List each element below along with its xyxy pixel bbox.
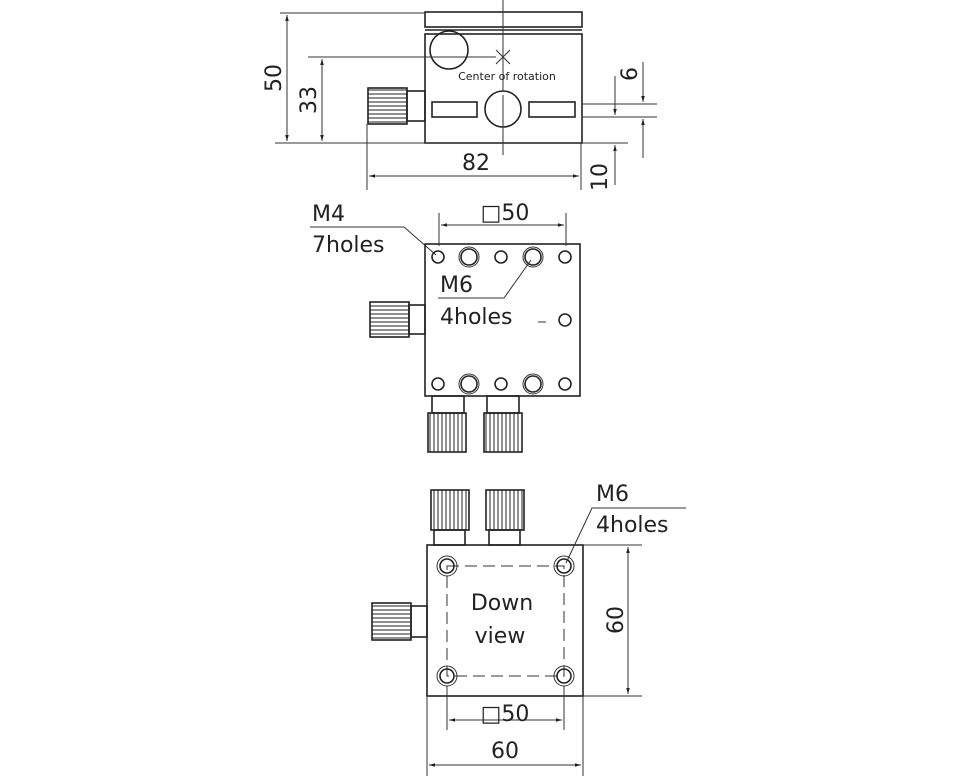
stage-body <box>426 544 584 697</box>
dim-82: 82 <box>462 151 490 176</box>
middle-view: □50 M4 7holes M6 4holes <box>310 201 581 453</box>
m6-label: M6 <box>440 273 473 298</box>
dim-square-50: □50 <box>481 702 530 727</box>
dim-10: 10 <box>588 163 613 191</box>
micrometer-knob <box>367 87 408 125</box>
lock-screw-icon <box>429 30 469 70</box>
m6-label: M6 <box>596 482 629 507</box>
micrometer-knob <box>430 489 470 531</box>
bottom-view: Down view M6 4holes 60 □50 60 <box>371 482 686 776</box>
dim-33: 33 <box>297 86 322 114</box>
micrometer-knob <box>485 489 525 531</box>
micrometer-knob <box>427 412 467 453</box>
holes <box>436 555 575 687</box>
dim-60-horizontal: 60 <box>491 739 519 764</box>
dim-square-50: □50 <box>481 201 530 226</box>
m6-holes: 4holes <box>440 305 513 330</box>
m4-label: M4 <box>312 202 345 227</box>
down-label: Down <box>471 591 533 616</box>
center-label: Center of rotation <box>458 70 556 83</box>
dim-6: 6 <box>618 67 643 81</box>
view-label: view <box>475 624 526 649</box>
top-view: Center of rotation 50 33 6 10 82 <box>262 0 657 191</box>
micrometer-knob <box>483 412 523 453</box>
micrometer-knob <box>369 301 410 338</box>
holes <box>431 246 572 395</box>
center-cross-icon <box>495 49 511 65</box>
dim-50: 50 <box>262 64 287 92</box>
m6-holes: 4holes <box>596 513 669 538</box>
micrometer-knob <box>371 602 412 641</box>
m4-holes: 7holes <box>312 233 385 258</box>
dim-60-vertical: 60 <box>604 606 629 634</box>
